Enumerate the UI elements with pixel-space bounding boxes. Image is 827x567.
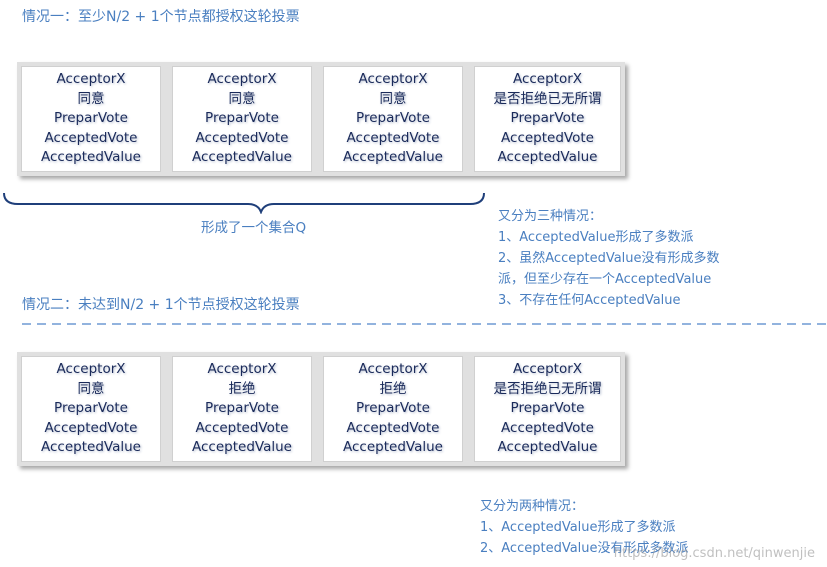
- acceptor-box: AcceptorX 同意 PreparVote AcceptedVote Acc…: [323, 66, 463, 172]
- case1-note-line: 1、AcceptedValue形成了多数派: [498, 230, 694, 245]
- acceptor-prepar-vote: PreparVote: [205, 400, 279, 417]
- acceptor-accepted-vote: AcceptedVote: [44, 419, 138, 436]
- acceptor-prepar-vote: PreparVote: [356, 110, 430, 127]
- acceptor-box: AcceptorX 同意 PreparVote AcceptedVote Acc…: [21, 66, 161, 172]
- acceptor-box: AcceptorX 同意 PreparVote AcceptedVote Acc…: [172, 66, 312, 172]
- case2-heading: 情况二：未达到N/2 + 1个节点授权这轮投票: [22, 297, 300, 313]
- case1-heading: 情况一：至少N/2 + 1个节点都授权这轮投票: [22, 9, 300, 25]
- acceptor-name: AcceptorX: [512, 71, 583, 88]
- case2-note-line: 1、AcceptedValue形成了多数派: [480, 520, 676, 535]
- case1-note-line: 3、不存在任何AcceptedValue: [498, 293, 681, 308]
- acceptor-accepted-value: AcceptedValue: [497, 149, 598, 166]
- acceptor-prepar-vote: PreparVote: [510, 110, 585, 127]
- acceptor-state: 是否拒绝已无所谓: [493, 90, 602, 107]
- acceptor-accepted-vote: AcceptedVote: [346, 419, 440, 436]
- acceptor-state: 拒绝: [379, 380, 407, 397]
- acceptor-accepted-value: AcceptedValue: [192, 439, 292, 456]
- quorum-brace: [3, 192, 485, 214]
- acceptor-state: 同意: [77, 90, 105, 107]
- acceptor-accepted-value: AcceptedValue: [497, 439, 598, 456]
- case1-notes: 又分为三种情况： 1、AcceptedValue形成了多数派 2、虽然Accep…: [498, 206, 720, 311]
- acceptor-accepted-vote: AcceptedVote: [195, 129, 289, 146]
- acceptor-name: AcceptorX: [358, 361, 428, 378]
- acceptor-accepted-value: AcceptedValue: [343, 439, 443, 456]
- acceptor-prepar-vote: PreparVote: [510, 400, 585, 417]
- acceptor-box: AcceptorX 拒绝 PreparVote AcceptedVote Acc…: [323, 356, 463, 462]
- case2-acceptor-row: AcceptorX 同意 PreparVote AcceptedVote Acc…: [17, 352, 625, 466]
- acceptor-accepted-vote: AcceptedVote: [195, 419, 289, 436]
- case2-note-line: 2、AcceptedValue没有形成多数派: [480, 541, 689, 556]
- acceptor-state: 拒绝: [228, 380, 256, 397]
- acceptor-prepar-vote: PreparVote: [205, 110, 279, 127]
- acceptor-name: AcceptorX: [207, 361, 277, 378]
- acceptor-prepar-vote: PreparVote: [54, 400, 128, 417]
- acceptor-accepted-value: AcceptedValue: [343, 149, 443, 166]
- acceptor-box: AcceptorX 同意 PreparVote AcceptedVote Acc…: [21, 356, 161, 462]
- case1-note-line: 又分为三种情况：: [498, 209, 603, 224]
- acceptor-state: 是否拒绝已无所谓: [493, 380, 602, 397]
- watermark: https://blog.csdn.net/qinwenjie: [613, 546, 815, 561]
- acceptor-name: AcceptorX: [56, 71, 126, 88]
- acceptor-name: AcceptorX: [207, 71, 277, 88]
- case2-note-line: 又分为两种情况：: [480, 499, 585, 514]
- acceptor-accepted-value: AcceptedValue: [41, 149, 141, 166]
- acceptor-box: AcceptorX 是否拒绝已无所谓 PreparVote AcceptedVo…: [474, 66, 621, 172]
- acceptor-box: AcceptorX 是否拒绝已无所谓 PreparVote AcceptedVo…: [474, 356, 621, 462]
- acceptor-name: AcceptorX: [512, 361, 583, 378]
- acceptor-prepar-vote: PreparVote: [54, 110, 128, 127]
- acceptor-state: 同意: [379, 90, 407, 107]
- quorum-label: 形成了一个集合Q: [201, 220, 307, 236]
- acceptor-name: AcceptorX: [358, 71, 428, 88]
- acceptor-prepar-vote: PreparVote: [356, 400, 430, 417]
- section-divider: [22, 323, 827, 325]
- acceptor-accepted-value: AcceptedValue: [192, 149, 292, 166]
- case1-note-line: 2、虽然AcceptedValue没有形成多数: [498, 251, 720, 266]
- acceptor-accepted-vote: AcceptedVote: [501, 129, 594, 146]
- acceptor-accepted-vote: AcceptedVote: [44, 129, 138, 146]
- case1-acceptor-row: AcceptorX 同意 PreparVote AcceptedVote Acc…: [17, 62, 625, 176]
- case1-note-line: 派，但至少存在一个AcceptedValue: [498, 272, 712, 287]
- acceptor-state: 同意: [228, 90, 256, 107]
- acceptor-name: AcceptorX: [56, 361, 126, 378]
- acceptor-accepted-vote: AcceptedVote: [346, 129, 440, 146]
- acceptor-accepted-value: AcceptedValue: [41, 439, 141, 456]
- acceptor-accepted-vote: AcceptedVote: [501, 419, 594, 436]
- acceptor-box: AcceptorX 拒绝 PreparVote AcceptedVote Acc…: [172, 356, 312, 462]
- case2-notes: 又分为两种情况： 1、AcceptedValue形成了多数派 2、Accepte…: [480, 496, 689, 559]
- acceptor-state: 同意: [77, 380, 105, 397]
